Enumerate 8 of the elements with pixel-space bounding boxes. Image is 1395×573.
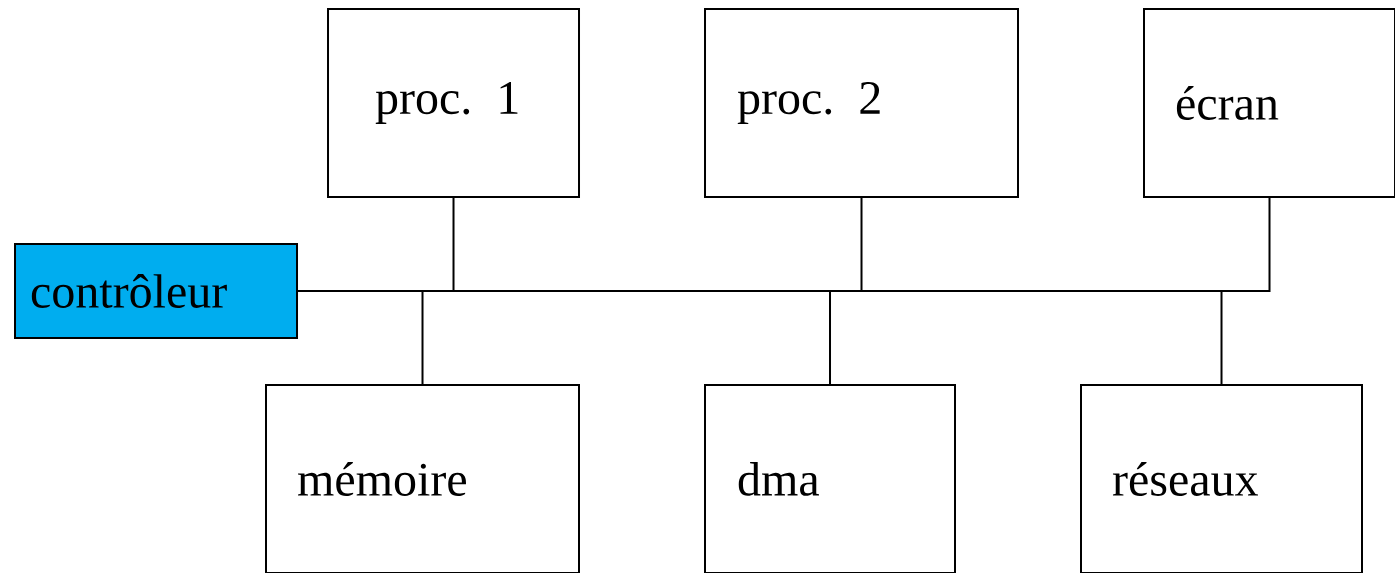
network-box: réseaux [1080, 384, 1363, 573]
processor-box: proc. 2 [704, 8, 1019, 198]
processor-box: proc. 1 [327, 8, 580, 198]
dma-box: dma [704, 384, 956, 573]
memory-box: mémoire [265, 384, 580, 573]
bus-line [297, 290, 1223, 385]
screen-box: écran [1143, 8, 1395, 198]
controller-box: contrôleur [14, 243, 298, 339]
